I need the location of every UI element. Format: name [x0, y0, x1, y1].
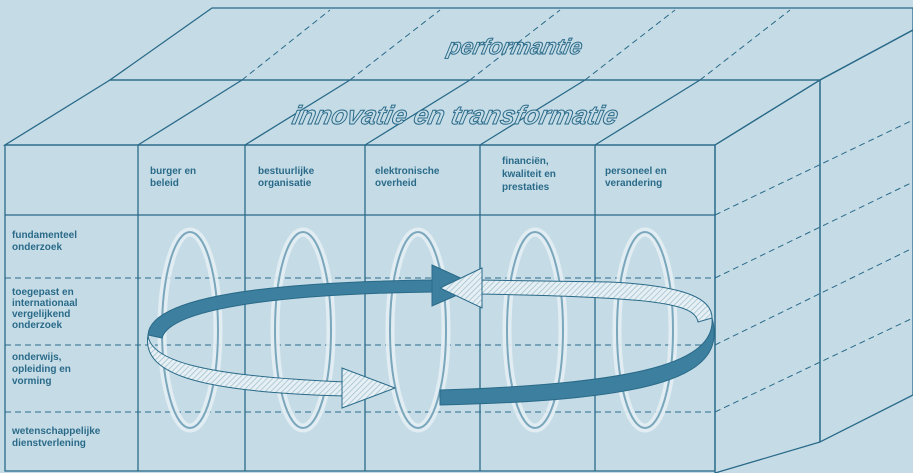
column-header-bestuurlijke: bestuurlijke organisatie [258, 166, 317, 189]
cycle-arrow-icon [157, 227, 223, 433]
horizontal-cycle-arrow-icon [147, 264, 715, 409]
row-headers: fundamenteel onderzoek toegepast en inte… [11, 230, 103, 449]
cycle-arrow-icon [612, 227, 678, 433]
cycle-arrow-icon [385, 227, 451, 433]
right-side-face [819, 29, 913, 444]
row-header-fundamenteel: fundamenteel onderzoek [12, 230, 80, 253]
top-layer-label: performantie [444, 34, 585, 59]
column-header-financien: financiën, kwaliteit en prestaties [502, 156, 559, 193]
front-face [4, 144, 716, 472]
row-header-onderwijs: onderwijs, opleiding en vorming [12, 352, 74, 387]
cycle-arrow-icon [270, 227, 336, 433]
row-header-toegepast: toegepast en internationaal vergelijkend… [12, 287, 80, 331]
row-header-wetenschappelijke: wetenschappelijke dienstverlening [11, 426, 103, 449]
column-header-burger: burger en beleid [150, 166, 199, 189]
column-header-personeel: personeel en verandering [605, 166, 669, 189]
vertical-cycle-arrows [157, 227, 678, 433]
middle-layer-label: innovatie en transformatie [290, 100, 621, 130]
column-header-elektronische: elektronische overheid [375, 166, 442, 189]
cycle-arrow-icon [502, 227, 568, 433]
column-headers: burger en beleid bestuurlijke organisati… [150, 156, 669, 193]
cube-outline [2, 7, 913, 473]
